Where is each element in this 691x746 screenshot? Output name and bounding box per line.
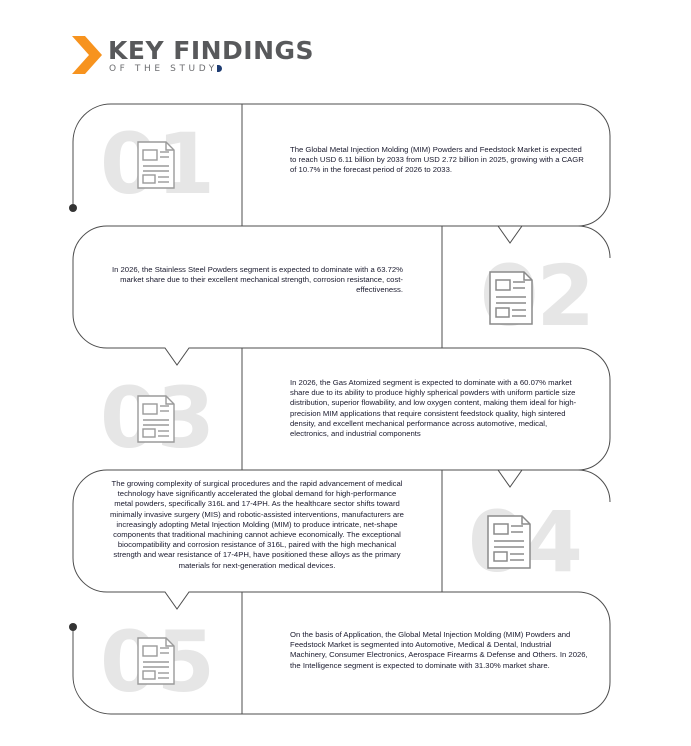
finding-text-3: In 2026, the Gas Atomized segment is exp… [290, 378, 577, 439]
finding-text-1: The Global Metal Injection Molding (MIM)… [290, 145, 584, 175]
chevron-arrow-icon [72, 36, 102, 74]
page-title: KEY FINDINGS [108, 36, 315, 65]
left-arc-5 [72, 628, 242, 715]
document-icon [487, 515, 531, 569]
document-icon [137, 395, 175, 443]
card-outline-2 [72, 225, 442, 366]
finding-text-2: In 2026, the Stainless Steel Powders seg… [111, 265, 403, 295]
timeline-dot-5 [69, 623, 77, 631]
timeline-dot-1 [69, 204, 77, 212]
subtitle-dot-icon [217, 65, 222, 72]
left-arc-1 [72, 103, 242, 208]
card-outline-5 [242, 591, 611, 715]
finding-text-4: The growing complexity of surgical proce… [110, 479, 404, 570]
document-icon [137, 637, 175, 685]
finding-text-5: On the basis of Application, the Global … [290, 630, 588, 670]
card-outline-4 [72, 469, 442, 610]
document-icon [137, 141, 175, 189]
page-subtitle: OF THE STUDY [109, 64, 218, 74]
right-arc-4 [442, 469, 611, 503]
right-arc-2 [442, 225, 611, 259]
document-icon [489, 271, 533, 325]
